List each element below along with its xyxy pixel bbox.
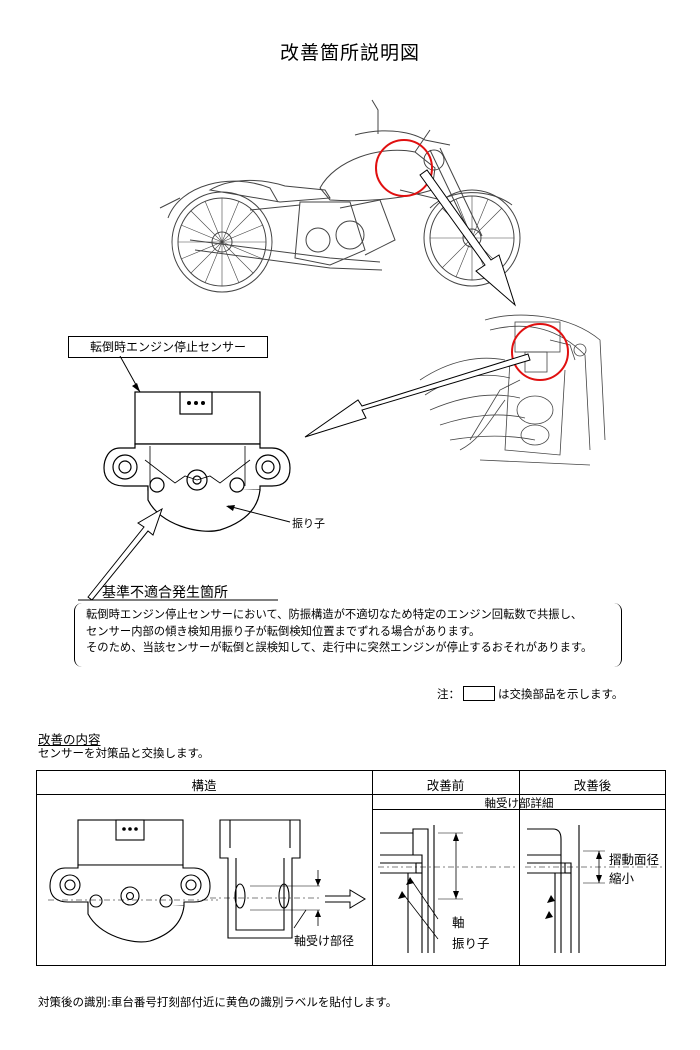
header-structure: 構造 <box>191 778 217 793</box>
pendulum-label-table: 振り子 <box>452 936 490 951</box>
note-prefix: 注： <box>437 687 460 701</box>
improvement-text: センサーを対策品と交換します。 <box>38 746 210 760</box>
sensor-label: 転倒時エンジン停止センサー <box>68 336 268 358</box>
after-detail-drawing <box>525 825 665 953</box>
detail-arrow <box>304 353 531 438</box>
sliding-label-2: 縮小 <box>609 871 635 886</box>
defect-title-underline <box>78 599 278 601</box>
defect-title: 基準不適合発生箇所 <box>102 585 228 601</box>
note-legend-box <box>463 686 495 701</box>
structure-bearing-drawing <box>210 819 366 939</box>
defect-description: 転倒時エンジン停止センサーにおいて、防振構造が不適切なため特定のエンジン回転数で… <box>74 603 622 667</box>
replacement-note: 注： は交換部品を示します。 <box>437 686 623 702</box>
bearing-detail-header: 軸受け部詳細 <box>484 796 554 810</box>
defect-line: 転倒時エンジン停止センサーにおいて、防振構造が不適切なため特定のエンジン回転数で… <box>86 608 583 621</box>
pendulum-label: 振り子 <box>292 517 325 530</box>
comparison-table <box>36 770 666 966</box>
defect-line: センサー内部の傾き検知用振り子が転倒検知位置までずれる場合があります。 <box>86 624 481 638</box>
header-after: 改善後 <box>573 778 612 793</box>
defect-line: そのため、当該センサーが転倒と誤検知して、走行中に突然エンジンが停止するおそれが… <box>86 641 593 654</box>
zoom-arrow <box>419 169 517 307</box>
bearing-diameter-label: 軸受け部径 <box>294 934 355 948</box>
improvement-title: 改善の内容 <box>38 732 101 747</box>
structure-sensor-drawing <box>48 819 218 943</box>
page-title: 改善箇所説明図 <box>279 42 420 64</box>
header-before: 改善前 <box>426 778 465 793</box>
sliding-label-1: 摺動面径 <box>609 852 660 867</box>
shaft-label: 軸 <box>452 915 465 930</box>
identification-note: 対策後の識別:車台番号打刻部付近に黄色の識別ラベルを貼付します。 <box>38 995 398 1009</box>
pendulum-leader <box>226 505 291 523</box>
sensor-diagram <box>103 391 291 532</box>
defect-arrow <box>87 507 163 600</box>
motorcycle-illustration <box>159 99 521 293</box>
before-detail-drawing <box>378 825 518 953</box>
sensor-label-leader <box>119 356 141 393</box>
note-suffix: は交換部品を示します。 <box>498 687 624 701</box>
